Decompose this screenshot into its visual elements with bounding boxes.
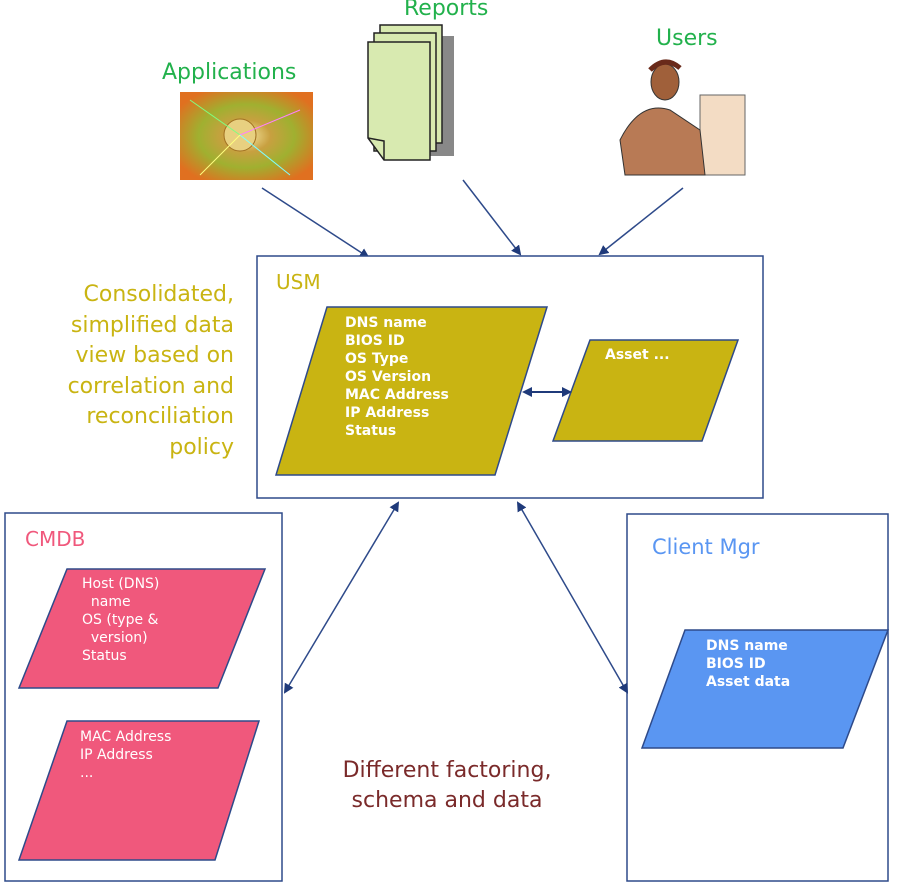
field: DNS name — [706, 638, 788, 654]
usm-title: USM — [276, 270, 321, 294]
field: ... — [80, 765, 94, 781]
client-mgr-title: Client Mgr — [652, 535, 760, 559]
cmdb-record-1-fields: Host (DNS) name OS (type & version) Status — [82, 575, 159, 665]
usm-cmdb-arrow — [283, 501, 400, 694]
bottom-note: Different factoring, schema and data — [316, 756, 578, 816]
cmdb-record-2 — [17, 720, 261, 861]
field: BIOS ID — [345, 333, 405, 349]
side-note: Consolidated, simplified data view based o… — [20, 280, 234, 463]
field: IP Address — [80, 747, 153, 763]
users-label: Users — [656, 26, 718, 51]
cmdb-title: CMDB — [25, 527, 86, 551]
side-note-line: Consolidated, — [83, 282, 234, 307]
reports-documents-icon — [367, 24, 454, 161]
cmdb-record-1 — [17, 568, 267, 689]
user-at-computer-icon — [619, 59, 746, 176]
side-note-line: simplified data — [70, 312, 234, 338]
field: Status — [82, 648, 127, 664]
side-note-line: reconciliation — [86, 404, 234, 429]
reports-label: Reports — [404, 0, 489, 21]
field: MAC Address — [80, 729, 172, 745]
field: DNS name — [345, 315, 427, 331]
bottom-note-line: schema and data — [351, 788, 543, 813]
field: Host (DNS) — [82, 576, 160, 592]
field: OS Type — [345, 351, 409, 367]
field: name — [82, 594, 131, 610]
field: Status — [345, 423, 397, 439]
field: version) — [82, 630, 148, 646]
usm-asset-record — [551, 339, 740, 442]
applications-label: Applications — [162, 60, 297, 85]
field: IP Address — [345, 405, 430, 421]
usm-client-mgr-arrow — [517, 501, 628, 694]
usm-asset-label: Asset ... — [605, 347, 670, 363]
client-mgr-record — [640, 629, 890, 749]
field: Asset data — [706, 674, 791, 690]
cmdb-record-2-fields: MAC Address IP Address... — [80, 728, 171, 782]
applications-arrow — [261, 187, 370, 259]
side-note-line: policy — [169, 434, 234, 460]
field: MAC Address — [345, 387, 449, 403]
side-note-line: view based on — [75, 343, 234, 368]
field: BIOS ID — [706, 656, 766, 672]
field: OS (type & — [82, 612, 159, 628]
usm-main-record — [274, 306, 549, 476]
side-note-line: correlation and — [67, 373, 234, 399]
bottom-note-line: Different factoring, — [342, 758, 552, 783]
reports-arrow — [462, 179, 522, 256]
field: OS Version — [345, 369, 432, 385]
applications-cd-image — [180, 92, 313, 180]
users-arrow — [598, 187, 684, 256]
